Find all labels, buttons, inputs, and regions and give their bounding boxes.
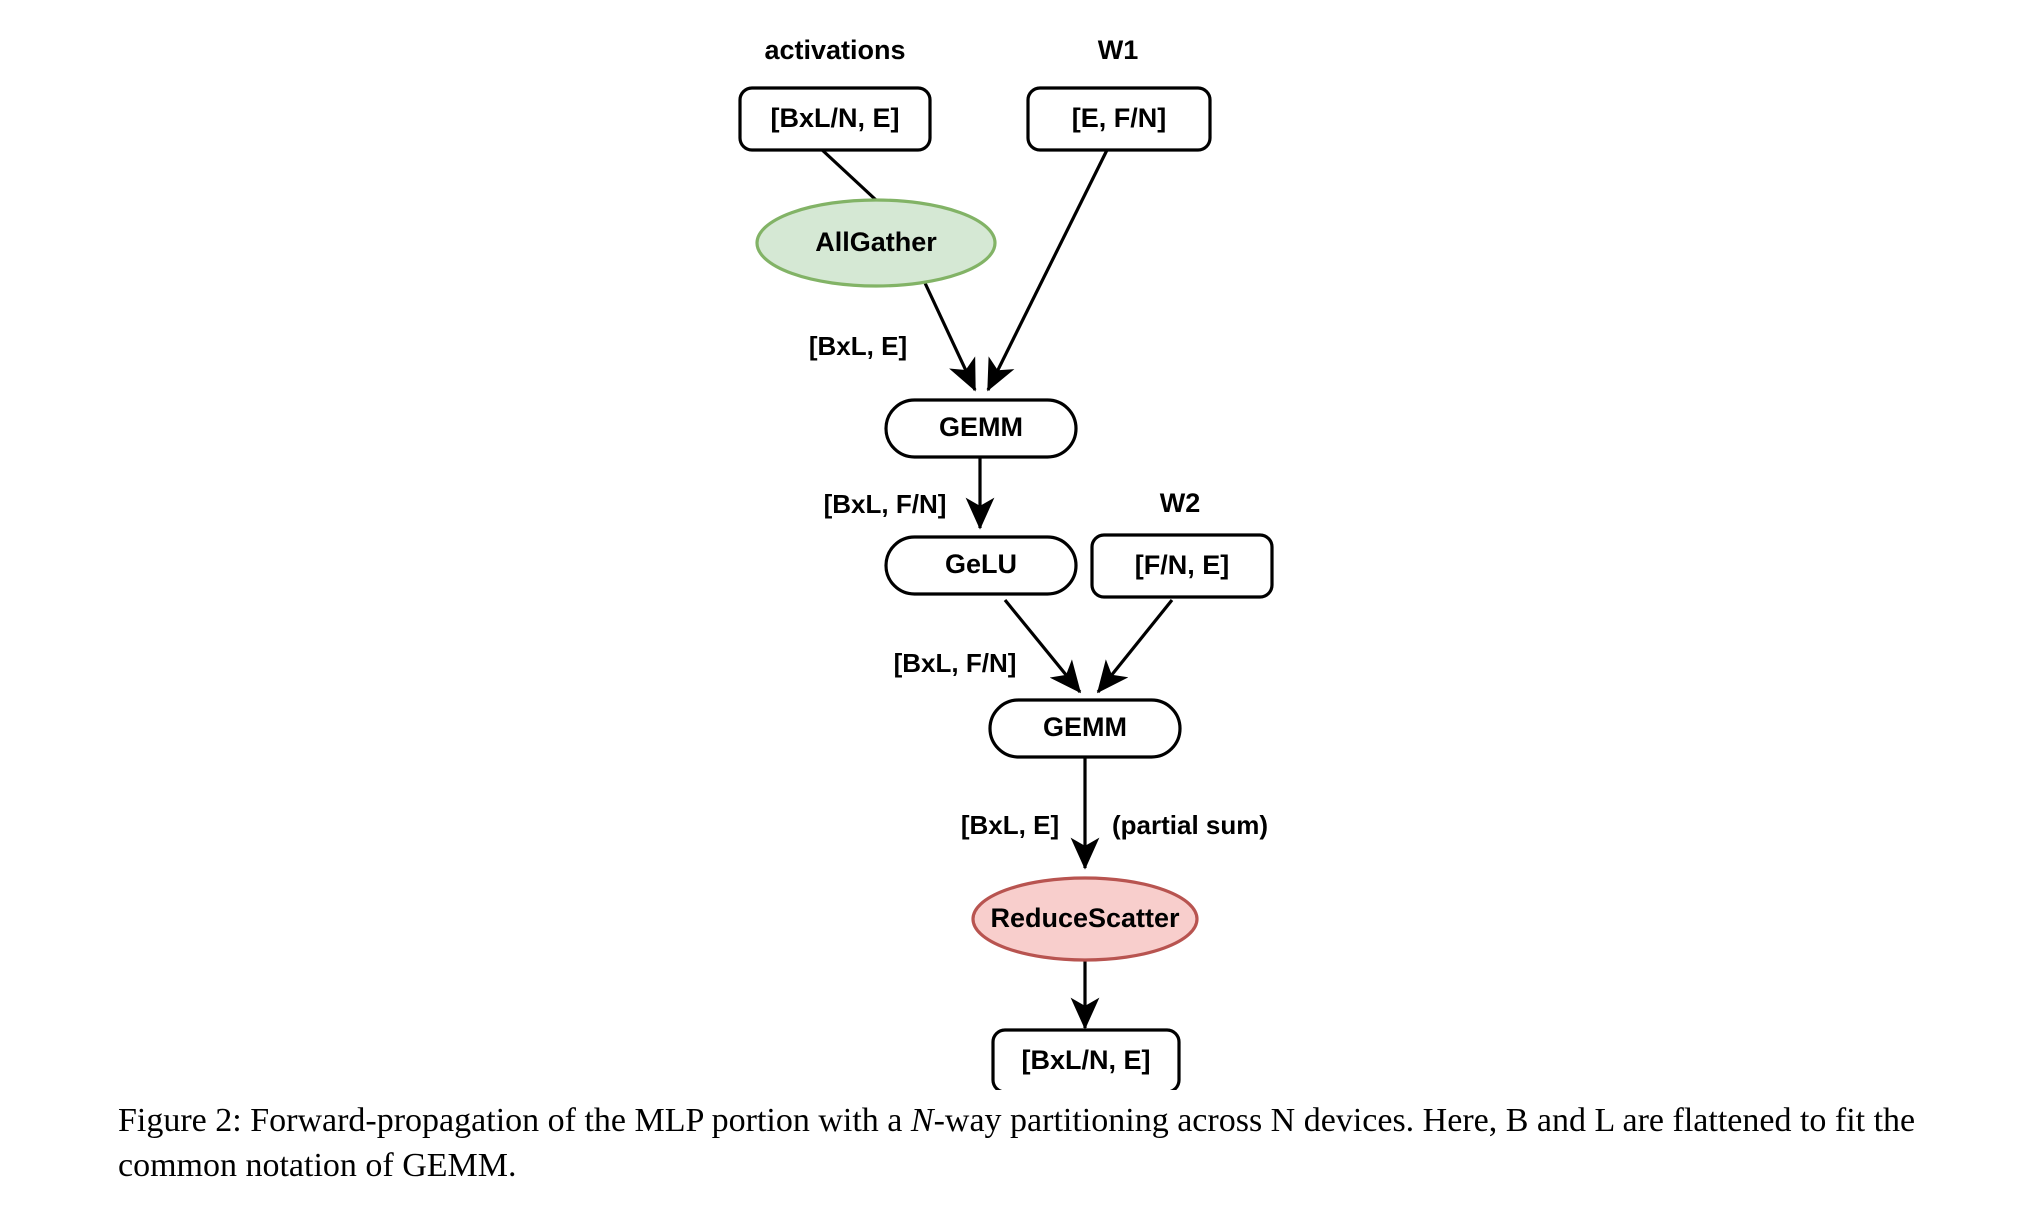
caption-part1: Forward-propagation of the MLP portion w… xyxy=(241,1102,911,1139)
node-w1-tensor[interactable]: [E, F/N] xyxy=(1026,86,1212,152)
node-gemm2[interactable]: GEMM xyxy=(988,698,1182,759)
gemm1-label: GEMM xyxy=(939,412,1023,442)
caption-part2: -way partitioning across N devices. Here… xyxy=(118,1102,1916,1184)
reducescatter-shape xyxy=(971,876,1199,962)
node-activations-tensor[interactable]: [BxL/N, E] xyxy=(738,86,932,152)
output-tensor-label: [BxL/N, E] xyxy=(1021,1045,1150,1075)
group-label-w2: W2 xyxy=(1160,488,1201,518)
activations-tensor-label: [BxL/N, E] xyxy=(770,103,899,133)
node-gemm1[interactable]: GEMM xyxy=(884,398,1078,459)
reducescatter-label: ReduceScatter xyxy=(990,903,1180,933)
edge-gelu-to-gemm2 xyxy=(1003,598,1082,694)
edge-w2-to-gemm2 xyxy=(1096,598,1174,694)
edge-label-gemm1-out: [BxL, F/N] xyxy=(824,489,947,519)
edge-label-gemm2-partial-sum: (partial sum) xyxy=(1112,810,1268,840)
gelu-label: GeLU xyxy=(945,549,1017,579)
edge-allgather-to-gemm1 xyxy=(923,282,977,392)
w1-tensor-shape xyxy=(1026,86,1212,152)
allgather-shape xyxy=(755,198,997,288)
w1-tensor-label: [E, F/N] xyxy=(1072,103,1167,133)
w2-tensor-shape xyxy=(1090,533,1274,599)
edge-label-allgather-out: [BxL, E] xyxy=(809,331,907,361)
edge-w1-to-gemm1 xyxy=(986,147,1110,392)
allgather-label: AllGather xyxy=(815,227,937,257)
edge-activations-to-allgather xyxy=(818,146,878,202)
gemm2-label: GEMM xyxy=(1043,712,1127,742)
dataflow-diagram: activations W1 W2 [BxL, E] [BxL, F/N] [B… xyxy=(738,35,1274,1090)
node-output-tensor[interactable]: [BxL/N, E] xyxy=(991,1028,1181,1090)
edge-label-gelu-out: [BxL, F/N] xyxy=(894,648,1017,678)
gemm2-shape xyxy=(988,698,1182,759)
caption-italic-n: N xyxy=(910,1102,934,1139)
group-label-w1: W1 xyxy=(1098,35,1139,65)
node-allgather[interactable]: AllGather xyxy=(755,198,997,288)
figure-caption: Figure 2: Forward-propagation of the MLP… xyxy=(118,1098,1928,1188)
w2-tensor-label: [F/N, E] xyxy=(1135,550,1230,580)
edge-label-gemm2-out: [BxL, E] xyxy=(961,810,1059,840)
caption-prefix: Figure 2: xyxy=(118,1102,242,1139)
activations-tensor-shape xyxy=(738,86,932,152)
node-w2-tensor[interactable]: [F/N, E] xyxy=(1090,533,1274,599)
group-label-activations: activations xyxy=(764,35,905,65)
gelu-shape xyxy=(884,535,1078,596)
node-reducescatter[interactable]: ReduceScatter xyxy=(971,876,1199,962)
gemm1-shape xyxy=(884,398,1078,459)
node-gelu[interactable]: GeLU xyxy=(884,535,1078,596)
output-tensor-shape xyxy=(991,1028,1181,1090)
